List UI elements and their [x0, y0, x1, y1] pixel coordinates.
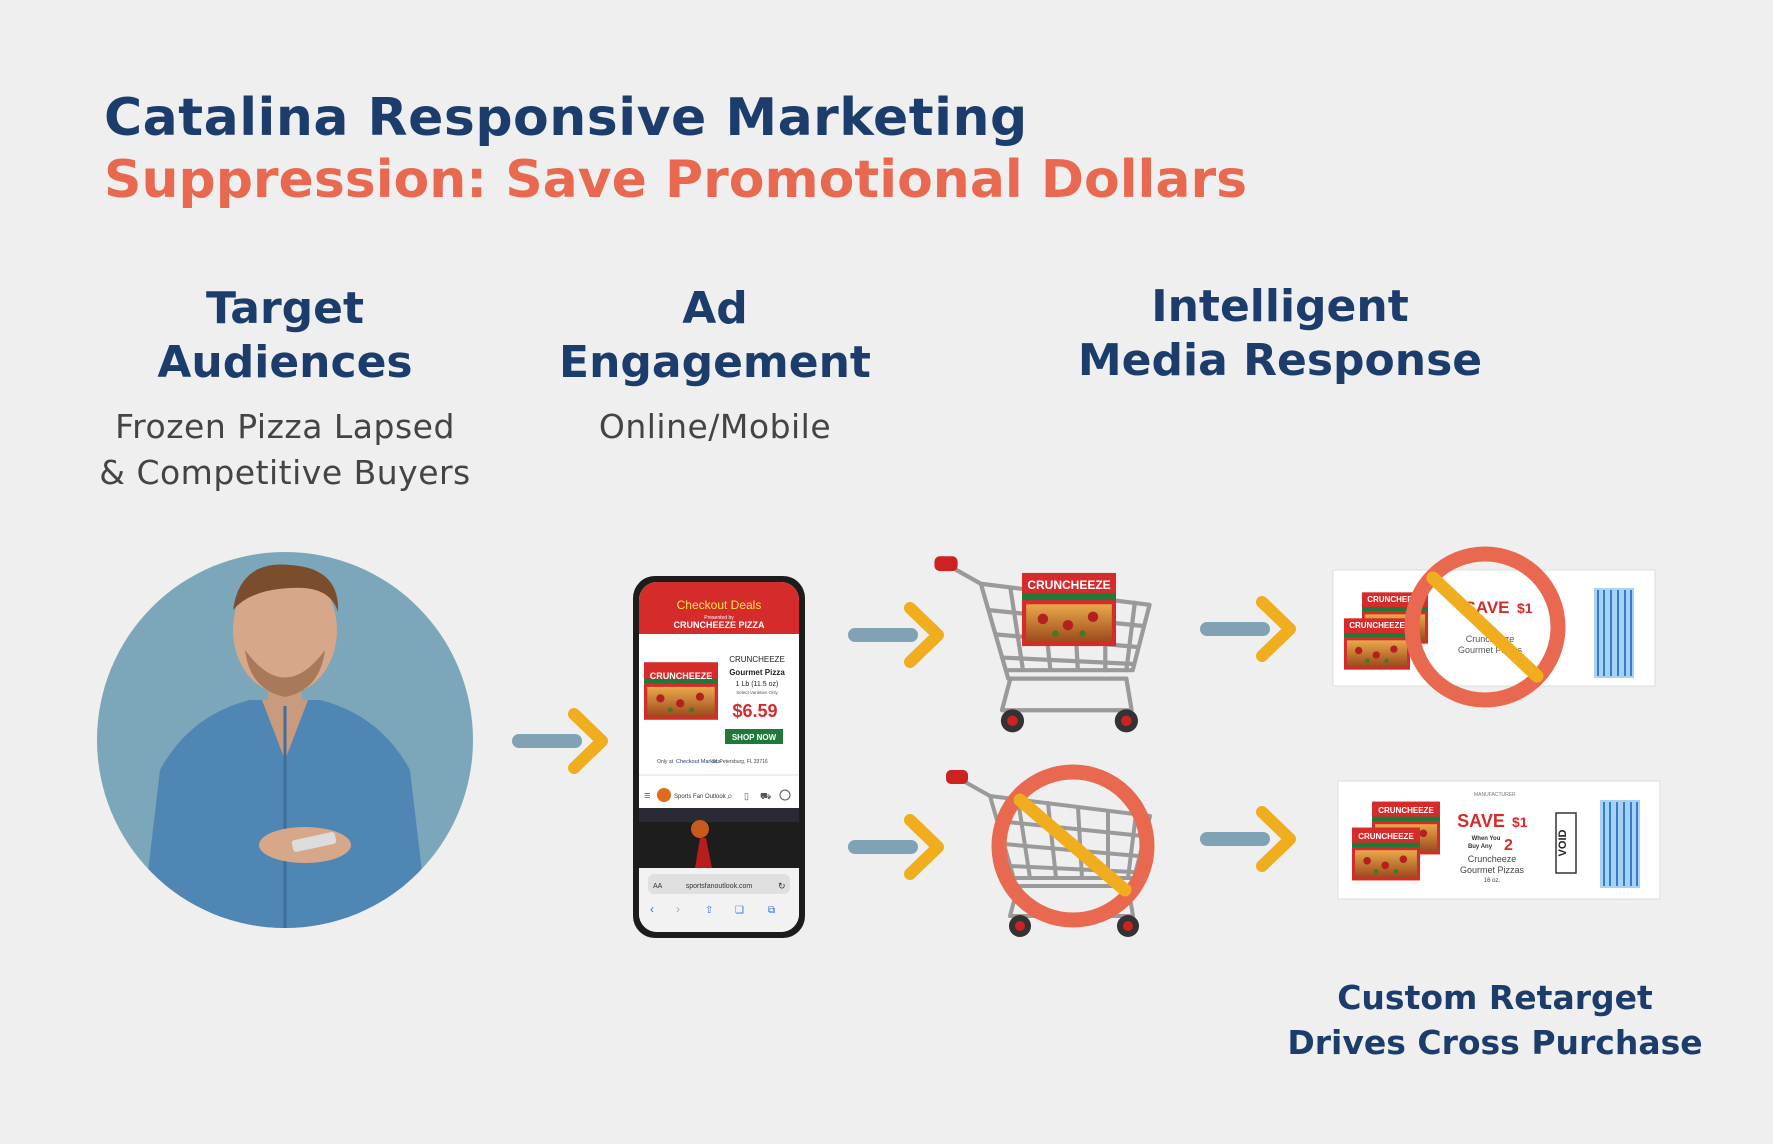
column-heading-line: Intelligent — [1151, 281, 1409, 332]
prohibit-icon — [991, 764, 1155, 928]
ad-box-brand: CRUNCHEEZE — [650, 671, 713, 681]
url-bar-aa: AA — [653, 883, 663, 890]
ad-price: $6.59 — [732, 701, 777, 721]
coupon-size: 16 oz. — [1484, 878, 1501, 884]
coupon-product: Gourmet Pizzas — [1458, 645, 1523, 655]
account-icon[interactable] — [779, 789, 791, 801]
column-heading-ad-engagement: Ad Engagement — [540, 282, 890, 390]
flow-arrow — [512, 714, 602, 768]
prohibit-icon — [1404, 546, 1566, 708]
column-heading-line: Media Response — [1077, 335, 1483, 386]
back-icon[interactable]: ‹ — [650, 902, 654, 916]
column-subtext-target-audiences: Frozen Pizza Lapsed & Competitive Buyers — [70, 404, 500, 496]
flow-arrow — [1200, 812, 1290, 866]
cart-box-brand: CRUNCHEEZE — [1027, 578, 1110, 592]
url-bar[interactable] — [648, 874, 790, 894]
column-heading-target-audiences: Target Audiences — [100, 282, 470, 390]
ad-banner-presented: Presented by — [704, 615, 734, 621]
mobile-phone-ad: Checkout Deals Presented by CRUNCHEEZE P… — [633, 576, 805, 938]
coupon-retarget: CRUNCHEEZE CRUNCHEEZE MANUFACTURER SAVE … — [1337, 780, 1661, 900]
flow-arrow — [1200, 602, 1290, 656]
ad-product-brand: CRUNCHEEZE — [729, 655, 785, 664]
basketball-icon — [657, 788, 671, 802]
column-subtext-ad-engagement: Online/Mobile — [540, 404, 890, 450]
flow-arrow — [848, 820, 938, 874]
footer-caption-line: Custom Retarget — [1337, 978, 1653, 1017]
cart-with-product: CRUNCHEEZE — [934, 556, 1149, 732]
diagram-title: Catalina Responsive Marketing — [104, 88, 1028, 148]
shop-now-button[interactable] — [725, 729, 783, 744]
menu-icon[interactable]: ≡ — [644, 790, 650, 802]
coupon-suppressed: CRUNCHEEZE CRUNCHEEZE SAVE $1 Cruncheeze… — [1332, 546, 1656, 708]
ad-banner-brand: CRUNCHEEZE PIZZA — [673, 620, 765, 630]
coupon-box-brand: CRUNCHEEZE — [1378, 806, 1434, 815]
ad-product-note: Select Varieties Only — [736, 690, 778, 695]
share-icon[interactable]: ⇧ — [705, 905, 713, 916]
column-subtext-line: & Competitive Buyers — [99, 453, 471, 492]
tabs-icon[interactable]: ⧉ — [768, 905, 775, 916]
coupon-qty: 2 — [1504, 837, 1513, 854]
coupon-box-brand: CRUNCHEEZE — [1367, 595, 1423, 604]
bookmarks-icon[interactable]: ❏ — [735, 905, 744, 916]
ad-banner-title: Checkout Deals — [677, 598, 762, 612]
flow-arrow — [848, 608, 938, 662]
target-audience-portrait — [97, 552, 473, 928]
site-name: Sports Fan Outlook — [674, 794, 727, 800]
coupon-save: SAVE — [1457, 811, 1505, 831]
coupon-void: VOID — [1557, 830, 1569, 857]
coupon-box-brand: CRUNCHEEZE — [1349, 621, 1405, 630]
search-icon[interactable]: ⌕ — [727, 791, 733, 802]
coupon-buy-any: Buy Any — [1468, 844, 1493, 850]
ad-retailer: Checkout Markets — [676, 759, 721, 765]
ad-product-size: 1 Lb (11.5 oz) — [736, 681, 779, 688]
footer-caption: Custom Retarget Drives Cross Purchase — [1270, 975, 1720, 1065]
bookmark-icon[interactable]: ▯ — [744, 791, 749, 801]
ad-product-name: Gourmet Pizza — [729, 668, 785, 677]
column-heading-line: Audiences — [157, 337, 413, 388]
url-text: sportsfanoutlook.com — [686, 883, 753, 890]
shop-now-label: SHOP NOW — [732, 733, 777, 742]
coupon-box-brand: CRUNCHEEZE — [1358, 832, 1414, 841]
coupon-product: Cruncheeze — [1468, 854, 1517, 864]
footer-caption-line: Drives Cross Purchase — [1287, 1023, 1703, 1062]
coupon-amount: $1 — [1517, 600, 1533, 616]
column-heading-line: Engagement — [559, 337, 871, 388]
column-heading-line: Ad — [682, 283, 748, 334]
ad-banner — [639, 582, 799, 634]
suppressed-cart — [944, 764, 1155, 939]
ad-only-at: Only at — [657, 759, 673, 765]
column-subtext-line: Frozen Pizza Lapsed — [115, 407, 455, 446]
column-heading-line: Target — [205, 283, 365, 334]
column-heading-media-response: Intelligent Media Response — [1060, 280, 1500, 388]
coupon-when-you: When You — [1472, 836, 1501, 842]
forward-icon[interactable]: › — [676, 902, 680, 916]
ad-location: St. Petersburg, FL 33716 — [712, 759, 768, 765]
reload-icon[interactable]: ↻ — [778, 881, 786, 891]
cart-icon[interactable]: ⛟ — [760, 791, 771, 801]
coupon-product: Gourmet Pizzas — [1460, 865, 1525, 875]
coupon-amount: $1 — [1512, 814, 1528, 830]
column-subtext-line: Online/Mobile — [598, 407, 832, 446]
diagram-subtitle: Suppression: Save Promotional Dollars — [104, 150, 1248, 210]
coupon-manufacturer: MANUFACTURER — [1474, 792, 1516, 798]
